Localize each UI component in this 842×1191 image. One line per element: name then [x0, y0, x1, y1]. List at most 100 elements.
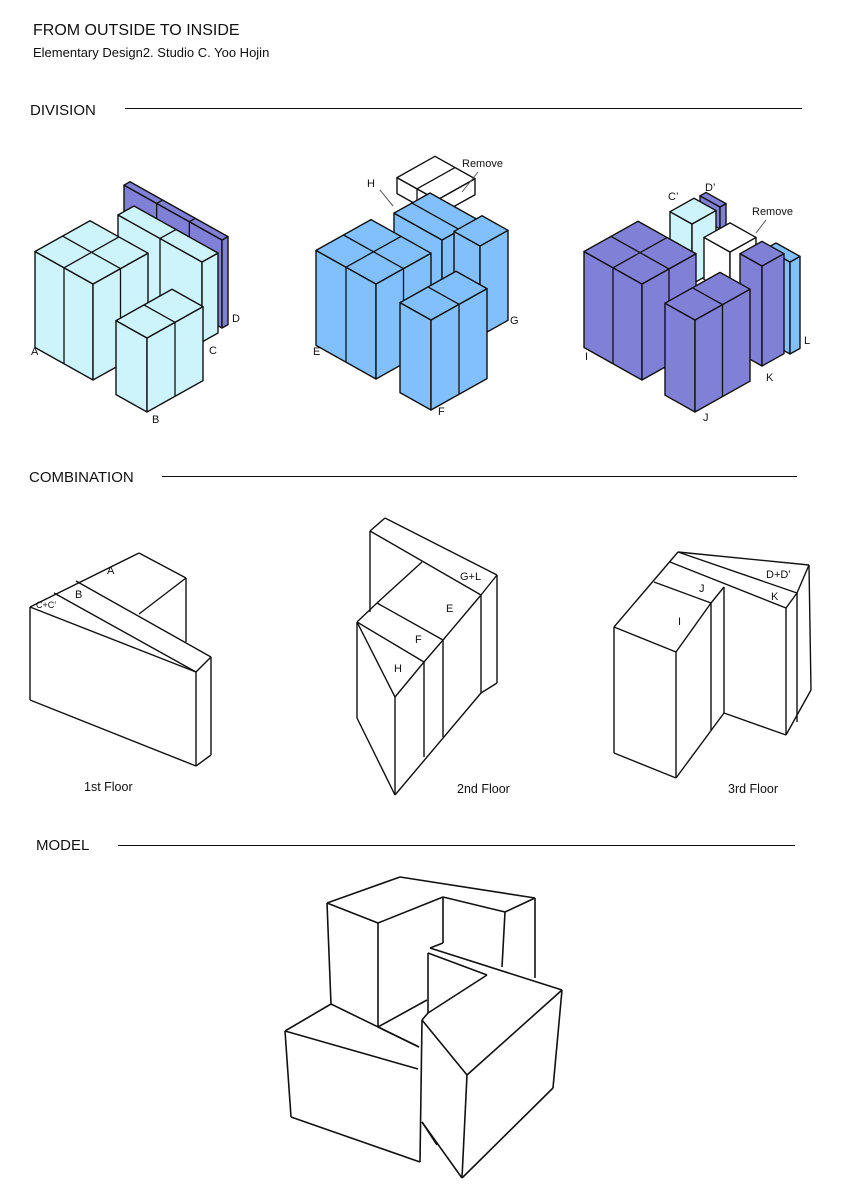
label-h: H	[394, 663, 402, 675]
edge-line	[808, 564, 812, 691]
division-line	[411, 202, 461, 231]
edge-line	[421, 1012, 429, 1021]
division-line	[143, 304, 176, 323]
edge-line	[723, 712, 787, 736]
edge-line	[356, 717, 396, 796]
division-line	[156, 199, 163, 204]
label-e: E	[446, 603, 454, 615]
label-c: C	[209, 345, 217, 357]
section-model-heading: MODEL	[36, 837, 90, 854]
label-e: E	[313, 346, 321, 358]
label-d: D	[232, 313, 240, 325]
label-k: K	[766, 372, 774, 384]
edge-line	[677, 551, 798, 594]
section-divider	[125, 108, 802, 109]
edge-line	[326, 902, 379, 924]
leader-remove-2	[461, 171, 479, 193]
edge-line	[677, 551, 810, 566]
edge-line	[75, 580, 212, 658]
edge-line	[356, 621, 396, 698]
edge-line	[613, 626, 677, 653]
edge-line	[442, 896, 506, 913]
edge-line	[466, 989, 563, 1076]
edge-line	[419, 1019, 423, 1163]
edge-line	[369, 530, 482, 596]
label-i: I	[585, 351, 589, 363]
division-line	[416, 166, 456, 190]
edge-line	[796, 564, 810, 594]
page-subtitle: Elementary Design2. Studio C. Yoo Hojin	[33, 45, 270, 60]
edge-line	[653, 581, 712, 604]
floor-3-drawing	[613, 551, 812, 779]
division-line	[343, 234, 404, 270]
label-f: F	[438, 406, 445, 418]
page-title: FROM OUTSIDE TO INSIDE	[33, 22, 240, 39]
floor-1-drawing	[29, 552, 212, 767]
division-line	[159, 228, 177, 240]
model-drawing	[284, 876, 563, 1179]
edge-line	[480, 682, 498, 694]
label-c-c-prime: C+C’	[36, 600, 57, 610]
top-face	[703, 222, 757, 253]
label-k: K	[771, 591, 779, 603]
division-line	[610, 235, 670, 270]
block-f	[399, 270, 488, 411]
top-face	[699, 191, 727, 208]
edge-line	[138, 577, 187, 615]
division-line	[427, 286, 460, 305]
label-remove: Remove	[462, 158, 503, 170]
floor-2-drawing	[356, 517, 498, 796]
edge-line	[785, 592, 798, 609]
top-face	[453, 215, 509, 247]
edge-line	[369, 517, 386, 532]
label-g-l: G+L	[460, 571, 482, 583]
right-face	[789, 255, 801, 355]
edge-line	[423, 639, 444, 663]
edge-line	[394, 692, 482, 796]
label-d-prime: D’	[705, 182, 716, 194]
division-line	[692, 287, 723, 306]
label-f: F	[415, 634, 422, 646]
edge-line	[461, 1074, 468, 1179]
edge-line	[29, 606, 197, 673]
floor-caption-2: 2nd Floor	[457, 782, 510, 796]
edge-line	[399, 876, 536, 899]
edge-line	[138, 552, 187, 579]
label-j: J	[699, 583, 705, 595]
edge-line	[429, 947, 563, 991]
division-drawings	[34, 155, 801, 413]
edge-line	[501, 911, 506, 968]
edge-line	[284, 1003, 332, 1032]
label-i: I	[678, 616, 682, 628]
right-face	[761, 252, 785, 367]
right-face	[201, 252, 219, 343]
label-a: A	[31, 346, 39, 358]
top-face	[669, 197, 717, 225]
edge-line	[421, 1121, 438, 1146]
edge-line	[376, 602, 444, 641]
edge-line	[377, 1026, 420, 1048]
edge-line	[504, 897, 536, 913]
edge-line	[356, 621, 425, 663]
edge-line	[384, 517, 498, 576]
edge-line	[613, 551, 679, 628]
left-face	[399, 301, 432, 411]
leader-h	[379, 189, 394, 207]
edge-line	[442, 594, 482, 641]
section-divider	[118, 845, 795, 846]
edge-line	[785, 689, 812, 736]
edge-line	[53, 592, 197, 673]
leader-remove-3	[755, 219, 767, 234]
label-a: A	[107, 565, 115, 577]
edge-line	[29, 552, 140, 608]
label-g: G	[510, 315, 519, 327]
label-j: J	[703, 412, 709, 424]
edge-line	[480, 574, 498, 596]
label-d-d-prime: D+D’	[766, 569, 791, 581]
edge-line	[376, 561, 423, 604]
edge-line	[356, 602, 378, 623]
edge-line	[429, 942, 444, 949]
label-b: B	[152, 414, 160, 426]
label-b: B	[75, 589, 83, 601]
